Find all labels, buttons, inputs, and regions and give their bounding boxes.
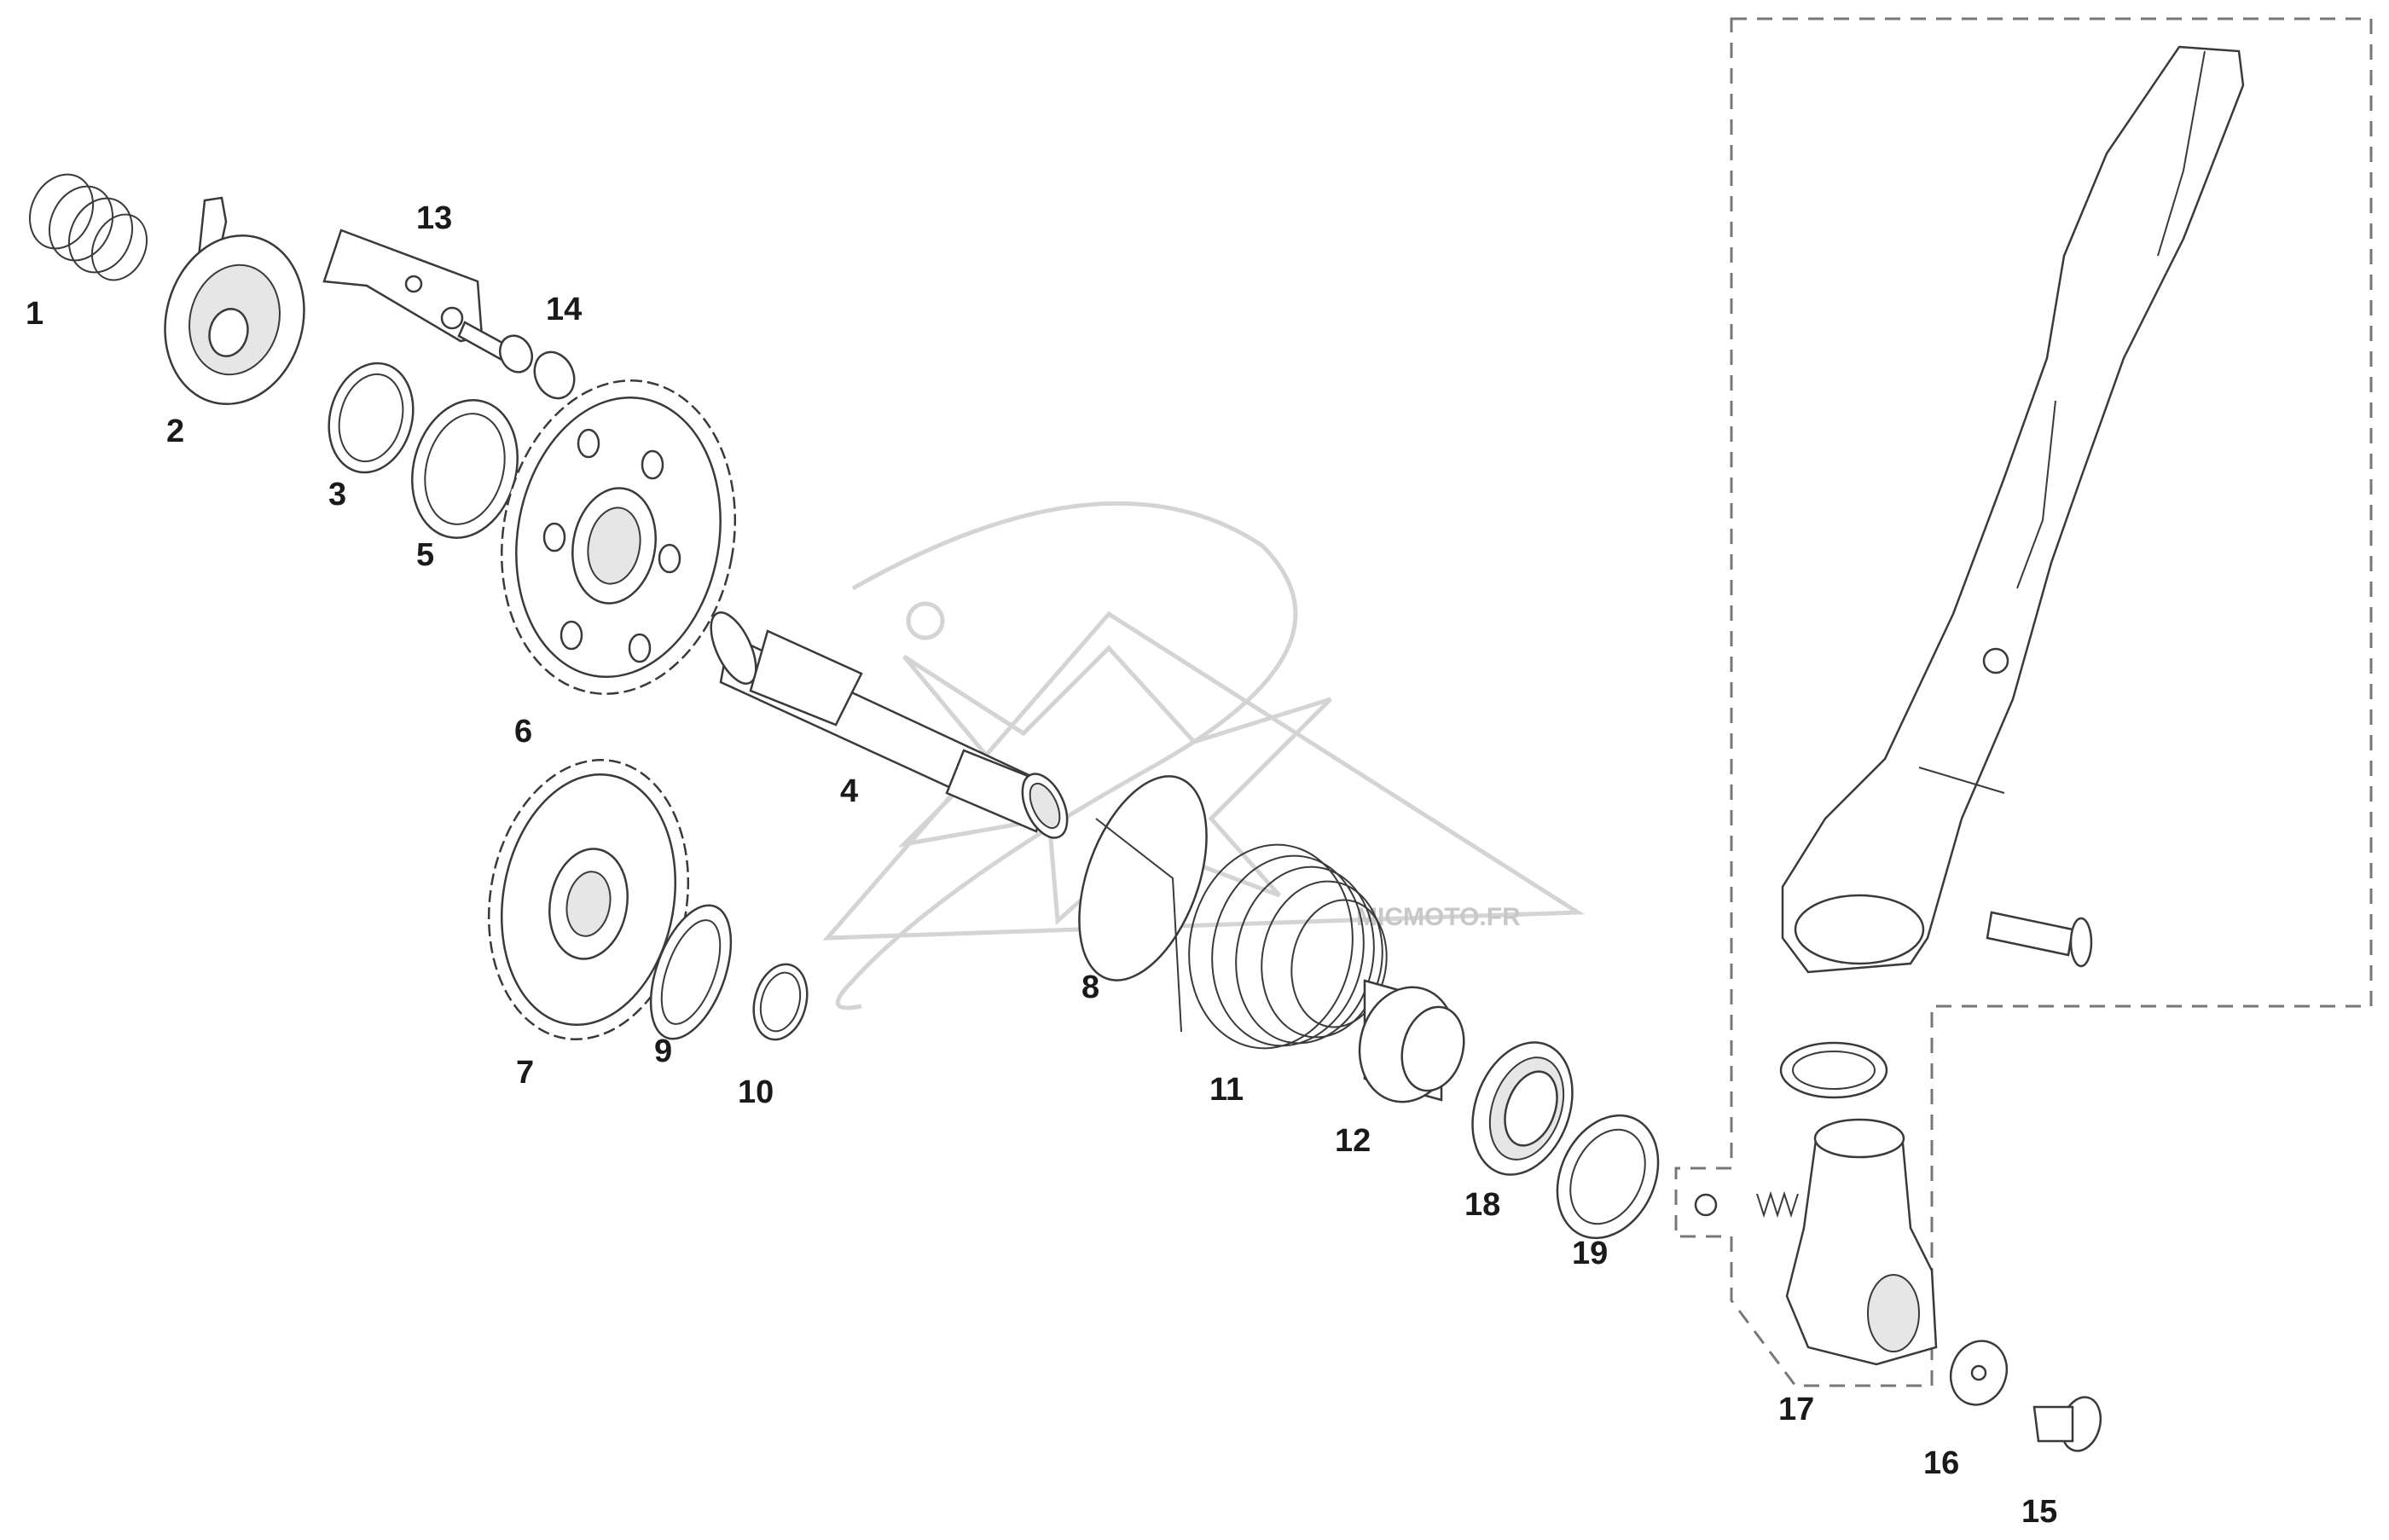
callout-15: 15 — [2021, 1494, 2057, 1530]
callout-6: 6 — [514, 714, 532, 750]
circlip-part-10 — [752, 963, 809, 1041]
bolt-part-14 — [457, 321, 576, 400]
disc-part-8 — [1078, 775, 1208, 1033]
pivot-housing — [1785, 1118, 1938, 1366]
callout-3: 3 — [328, 477, 346, 512]
large-gear-part-6 — [500, 379, 737, 695]
seal-ring-part-19 — [1556, 1114, 1660, 1240]
guide-plate-part-13 — [322, 229, 484, 343]
shaft-part-4 — [710, 611, 1069, 839]
callout-12: 12 — [1335, 1123, 1371, 1159]
callout-1: 1 — [26, 296, 43, 332]
callout-16: 16 — [1923, 1445, 1959, 1481]
ratchet-gear-part-2 — [164, 196, 305, 406]
kickstarter-lever-part-17 — [1781, 45, 2245, 974]
callout-4: 4 — [840, 773, 858, 809]
bearing-part-18 — [1471, 1041, 1574, 1176]
washer-part-9 — [649, 904, 733, 1040]
callout-8: 8 — [1081, 970, 1099, 1005]
callout-9: 9 — [654, 1033, 672, 1069]
assembly-group-outline — [1674, 17, 2373, 1387]
bushing-part-12 — [1358, 979, 1465, 1103]
washer-part-16 — [1949, 1340, 2009, 1406]
callout-19: 19 — [1572, 1236, 1608, 1271]
callout-13: 13 — [416, 200, 452, 236]
callout-17: 17 — [1778, 1392, 1814, 1427]
callout-11: 11 — [1209, 1072, 1244, 1108]
callout-2: 2 — [166, 414, 184, 449]
detent-spring-ball — [1694, 1190, 1799, 1219]
callout-5: 5 — [416, 537, 434, 573]
o-ring — [1779, 1041, 1888, 1099]
callout-10: 10 — [738, 1074, 774, 1110]
lever-bolt — [1986, 911, 2093, 968]
callout-14: 14 — [546, 292, 582, 327]
spring-part-1 — [29, 173, 148, 281]
callout-labels: 1 2 3 4 5 6 7 8 9 10 11 12 13 14 15 16 1… — [26, 200, 2057, 1530]
coil-spring-part-11 — [1188, 843, 1388, 1050]
callout-18: 18 — [1464, 1187, 1500, 1223]
watermark-text: MICMOTO.FR — [1356, 903, 1521, 931]
callout-7: 7 — [516, 1055, 534, 1091]
circlip-part-3 — [328, 362, 415, 474]
screw-part-15 — [2032, 1396, 2102, 1452]
